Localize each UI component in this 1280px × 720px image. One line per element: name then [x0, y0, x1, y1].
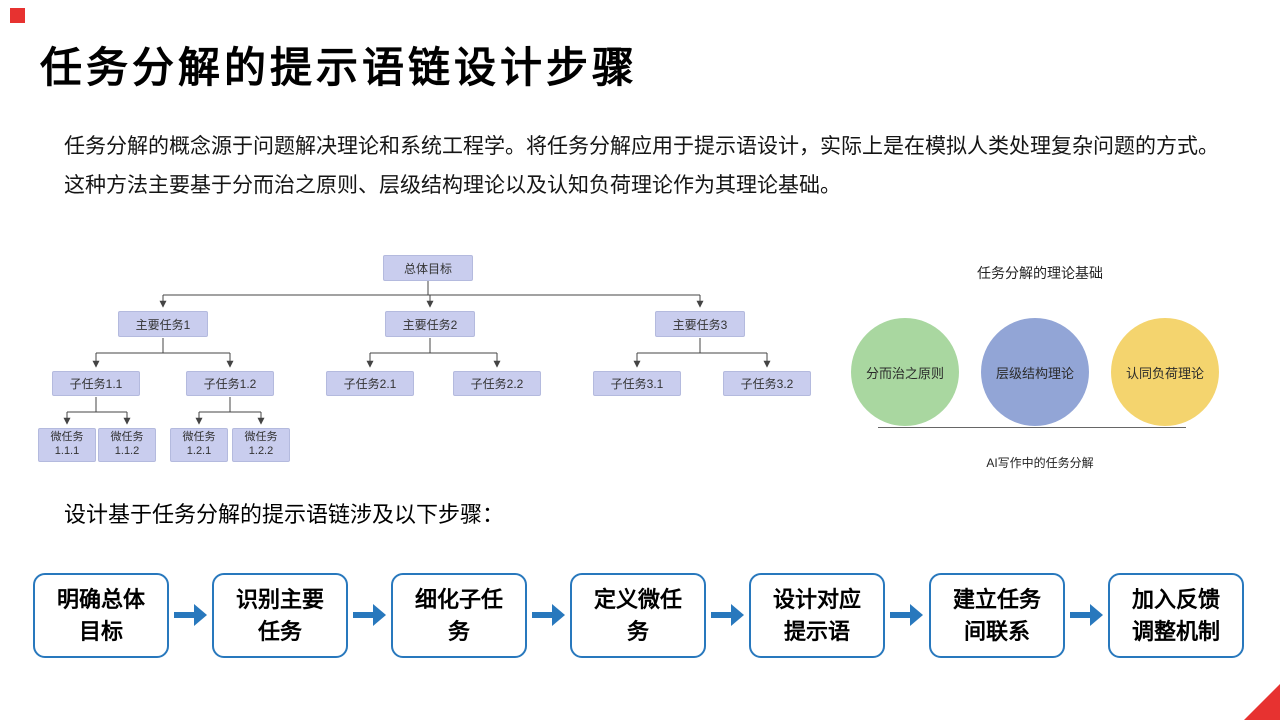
- arrow-right-icon: [711, 604, 744, 626]
- arrow-head: [731, 604, 744, 626]
- arrow-right-icon: [532, 604, 565, 626]
- tree-node-main-1: 主要任务1: [118, 311, 208, 337]
- tree-node-micro-1-1-1: 微任务 1.1.1: [38, 428, 96, 462]
- tree-node-main-2: 主要任务2: [385, 311, 475, 337]
- theory-circle-hierarchy: 层级结构理论: [981, 318, 1089, 426]
- tree-node-sub-2-1: 子任务2.1: [326, 371, 414, 396]
- arrow-head: [373, 604, 386, 626]
- arrow-bar: [1070, 612, 1091, 618]
- tree-node-micro-1-2-2: 微任务 1.2.2: [232, 428, 290, 462]
- arrow-head: [1090, 604, 1103, 626]
- flow-step-6: 建立任务间联系: [929, 573, 1065, 658]
- tree-node-root: 总体目标: [383, 255, 473, 281]
- tree-node-sub-2-2: 子任务2.2: [453, 371, 541, 396]
- arrow-head: [910, 604, 923, 626]
- flow-step-2: 识别主要任务: [212, 573, 348, 658]
- arrow-head: [552, 604, 565, 626]
- theory-title: 任务分解的理论基础: [977, 265, 1103, 281]
- flow-step-1: 明确总体目标: [33, 573, 169, 658]
- flow-step-7: 加入反馈调整机制: [1108, 573, 1244, 658]
- arrow-bar: [353, 612, 374, 618]
- flow-step-5: 设计对应提示语: [749, 573, 885, 658]
- tree-node-sub-1-2: 子任务1.2: [186, 371, 274, 396]
- arrow-right-icon: [1070, 604, 1103, 626]
- tree-node-main-3: 主要任务3: [655, 311, 745, 337]
- tree-node-micro-1-2-1: 微任务 1.2.1: [170, 428, 228, 462]
- arrow-right-icon: [890, 604, 923, 626]
- page-title: 任务分解的提示语链设计步骤: [40, 44, 639, 91]
- theory-circle-divide-and-conquer: 分而治之原则: [851, 318, 959, 426]
- arrow-right-icon: [174, 604, 207, 626]
- tree-node-micro-1-1-2: 微任务 1.1.2: [98, 428, 156, 462]
- arrow-bar: [532, 612, 553, 618]
- theory-caption: AI写作中的任务分解: [986, 456, 1094, 470]
- tree-node-sub-3-1: 子任务3.1: [593, 371, 681, 396]
- theory-baseline: [878, 427, 1186, 428]
- arrow-right-icon: [353, 604, 386, 626]
- arrow-head: [194, 604, 207, 626]
- theory-circle-cognitive-load: 认同负荷理论: [1111, 318, 1219, 426]
- flow-step-3: 细化子任务: [391, 573, 527, 658]
- red-corner-square: [10, 8, 25, 23]
- red-corner-triangle: [1244, 684, 1280, 720]
- tree-node-sub-3-2: 子任务3.2: [723, 371, 811, 396]
- arrow-bar: [711, 612, 732, 618]
- arrow-bar: [890, 612, 911, 618]
- tree-node-sub-1-1: 子任务1.1: [52, 371, 140, 396]
- flow-step-4: 定义微任务: [570, 573, 706, 658]
- arrow-bar: [174, 612, 195, 618]
- intro-paragraph: 任务分解的概念源于问题解决理论和系统工程学。将任务分解应用于提示语设计，实际上是…: [64, 135, 1219, 197]
- steps-intro: 设计基于任务分解的提示语链涉及以下步骤：: [64, 502, 505, 527]
